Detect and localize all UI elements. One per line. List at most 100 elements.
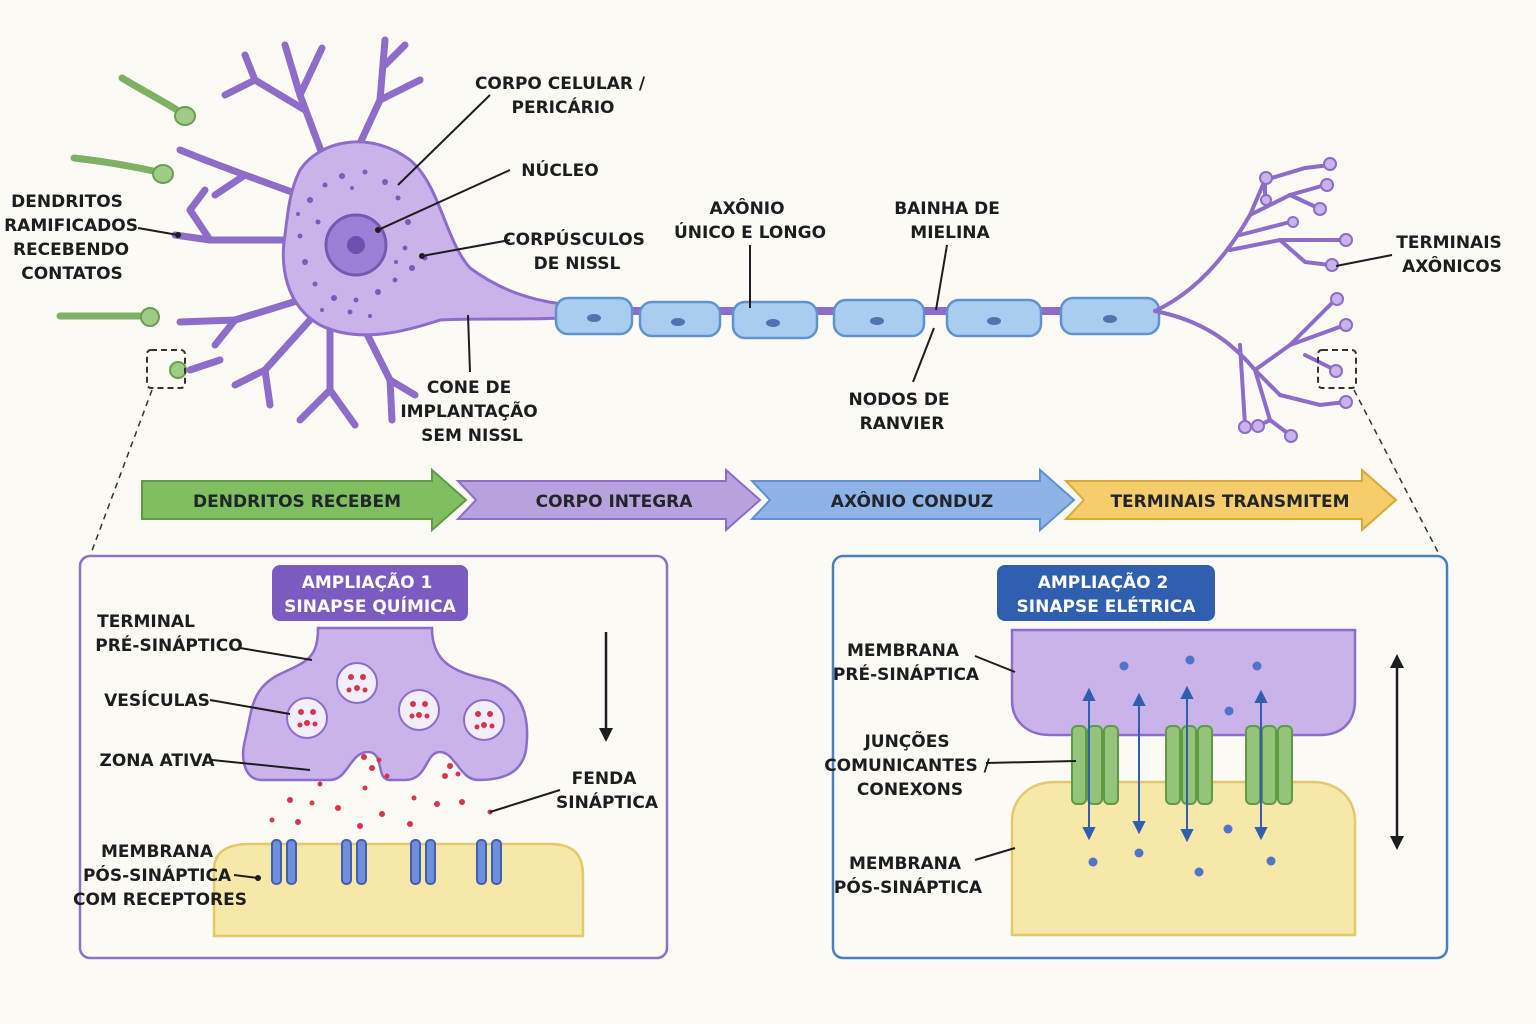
zoom1-label-postsyn-l3: COM RECEPTORES	[73, 890, 247, 910]
zoom2-connexons	[1071, 725, 1293, 805]
label-axon-l2: ÚNICO E LONGO	[674, 221, 826, 243]
zoom2-title-l1: AMPLIAÇÃO 2	[1038, 570, 1169, 593]
zoom2-postsynaptic-cell	[1010, 780, 1357, 937]
zoom2-label-junctions: JUNÇÕES COMUNICANTES / CONEXONS	[824, 729, 996, 800]
flow-label-4: TERMINAIS TRANSMITEM	[1110, 492, 1349, 512]
zoom1-label-presyn-l2: PRÉ-SINÁPTICO	[95, 634, 242, 656]
label-hillock-l3: SEM NISSL	[421, 426, 523, 446]
myelin-sheath	[554, 296, 1161, 340]
label-cell-body: CORPO CELULAR / PERICÁRIO	[475, 74, 651, 118]
zoom1-neurotransmitters	[269, 754, 493, 829]
label-hillock-l1: CONE DE	[427, 378, 511, 398]
label-nissl-l2: DE NISSL	[534, 254, 621, 274]
contact-boutons	[140, 106, 196, 379]
zoom2-title-l2: SINAPSE ELÉTRICA	[1017, 595, 1197, 617]
flow-arrow-4	[1063, 467, 1398, 533]
label-myelin-l2: MIELINA	[910, 223, 990, 243]
vesicle	[463, 699, 505, 741]
label-hillock: CONE DE IMPLANTAÇÃO SEM NISSL	[400, 378, 543, 446]
zoom2-label-postsyn: MEMBRANA PÓS-SINÁPTICA	[834, 854, 983, 898]
zoom1-label-active-zone: ZONA ATIVA	[100, 751, 216, 771]
zoom2-ion-arrows	[1082, 685, 1268, 843]
vesicle	[336, 662, 378, 704]
zoom2-title-badge	[997, 565, 1215, 621]
zoom2-arrowhead-down	[1390, 836, 1404, 850]
label-ranvier-l2: RANVIER	[860, 414, 945, 434]
label-ranvier: NODOS DE RANVIER	[848, 390, 955, 434]
zoom1-direction-arrowhead	[599, 728, 613, 742]
zoom1-label-postsyn-l2: PÓS-SINÁPTICA	[83, 864, 232, 886]
label-dendrites-l3: RECEBENDO	[13, 240, 129, 260]
label-terminals-l1: TERMINAIS	[1396, 233, 1502, 253]
zoom1-panel: AMPLIAÇÃO 1 SINAPSE QUÍMICA	[73, 554, 669, 960]
zoom2-label-presyn: MEMBRANA PRÉ-SINÁPTICA	[833, 641, 980, 685]
dendrites	[171, 36, 424, 429]
zoom1-label-postsyn-l1: MEMBRANA	[101, 842, 214, 862]
zoom1-vesicles	[286, 662, 505, 741]
zoom1-label-cleft-l1: FENDA	[572, 769, 638, 789]
flow-arrow-2	[455, 467, 762, 533]
zoom-line-2	[1353, 389, 1441, 557]
zoom1-label-postsyn: MEMBRANA PÓS-SINÁPTICA COM RECEPTORES	[73, 842, 247, 910]
label-axon: AXÔNIO ÚNICO E LONGO	[674, 197, 826, 243]
zoom-box-1	[146, 349, 186, 389]
label-dendrites-l2: RAMIFICADOS	[4, 216, 138, 236]
flow-label-1: DENDRITOS RECEBEM	[193, 492, 401, 512]
label-hillock-l2: IMPLANTAÇÃO	[400, 399, 537, 422]
incoming-contacts	[56, 74, 184, 320]
axon-terminal-boutons	[1238, 157, 1353, 443]
label-dendrites: DENDRITOS RAMIFICADOS RECEBENDO CONTATOS	[4, 192, 144, 284]
zoom2-title: AMPLIAÇÃO 2 SINAPSE ELÉTRICA	[1017, 570, 1197, 617]
zoom1-label-vesicles: VESÍCULAS	[104, 689, 210, 711]
label-myelin-l1: BAINHA DE	[894, 199, 1000, 219]
flow-label-3: AXÔNIO CONDUZ	[831, 490, 993, 512]
label-dendrites-l1: DENDRITOS	[11, 192, 123, 212]
nissl-bodies	[296, 169, 428, 318]
zoom2-label-junctions-l2: COMUNICANTES /	[824, 756, 990, 776]
zoom1-label-presyn: TERMINAL PRÉ-SINÁPTICO	[95, 612, 242, 656]
label-cell-body-l1: CORPO CELULAR /	[475, 74, 646, 94]
label-terminals-l2: AXÔNICOS	[1402, 255, 1502, 277]
zoom-line-1	[89, 389, 153, 557]
zoom2-panel: AMPLIAÇÃO 2 SINAPSE ELÉTRICA	[824, 554, 1449, 960]
zoom1-presynaptic-terminal	[241, 626, 529, 782]
zoom2-label-presyn-l1: MEMBRANA	[847, 641, 960, 661]
zoom2-label-junctions-l3: CONEXONS	[857, 780, 963, 800]
label-cell-body-l2: PERICÁRIO	[512, 96, 615, 118]
flow-arrow-3	[749, 467, 1076, 533]
leader-lines	[137, 94, 1393, 383]
label-nissl: CORPÚSCULOS DE NISSL	[503, 228, 651, 274]
zoom2-label-presyn-l2: PRÉ-SINÁPTICA	[833, 663, 980, 685]
label-dendrites-l4: CONTATOS	[21, 264, 123, 284]
zoom1-title-l2: SINAPSE QUÍMICA	[284, 595, 456, 617]
flow-arrows: DENDRITOS RECEBEM CORPO INTEGRA AXÔNIO C…	[141, 467, 1398, 533]
label-nucleus: NÚCLEO	[521, 159, 598, 181]
zoom2-arrowhead-up	[1390, 654, 1404, 668]
zoom2-label-postsyn-l1: MEMBRANA	[849, 854, 962, 874]
zoom2-label-junctions-l1: JUNÇÕES	[863, 729, 949, 752]
vesicle	[286, 697, 328, 739]
zoom1-label-cleft-l2: SINÁPTICA	[556, 791, 659, 813]
zoom1-title-l1: AMPLIAÇÃO 1	[302, 570, 433, 593]
zoom1-title-badge	[272, 565, 468, 621]
zoom1-label-presyn-l1: TERMINAL	[97, 612, 195, 632]
flow-label-2: CORPO INTEGRA	[536, 492, 694, 512]
cell-body	[281, 140, 564, 337]
zoom2-ions	[1088, 655, 1276, 877]
label-nissl-l1: CORPÚSCULOS	[503, 228, 645, 250]
label-terminals: TERMINAIS AXÔNICOS	[1396, 233, 1507, 277]
zoom-box-2	[1317, 349, 1357, 389]
zoom1-label-cleft: FENDA SINÁPTICA	[556, 769, 659, 813]
zoom1-title: AMPLIAÇÃO 1 SINAPSE QUÍMICA	[284, 570, 456, 617]
schwann-nuclei	[587, 314, 1117, 327]
zoom1-postsynaptic-cell	[212, 842, 585, 938]
label-ranvier-l1: NODOS DE	[848, 390, 949, 410]
label-axon-l1: AXÔNIO	[709, 197, 784, 219]
zoom2-presynaptic-cell	[1010, 628, 1357, 737]
flow-arrow-1	[141, 467, 468, 533]
label-myelin: BAINHA DE MIELINA	[894, 199, 1006, 243]
vesicle	[398, 689, 440, 731]
zoom2-label-postsyn-l2: PÓS-SINÁPTICA	[834, 876, 983, 898]
nucleolus	[347, 236, 365, 254]
